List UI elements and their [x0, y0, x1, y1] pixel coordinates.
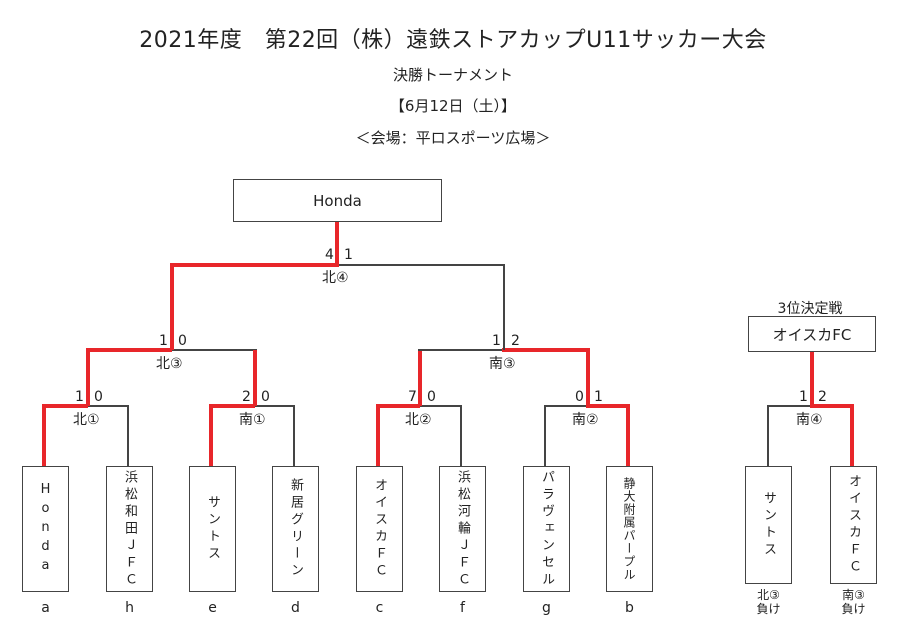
line-r1-nb1-right-leg: [127, 405, 129, 467]
slot-label: d: [291, 600, 300, 616]
team-name: サントス: [761, 491, 776, 559]
line-final-to-champion: [335, 222, 339, 265]
score-left: 0: [575, 389, 584, 405]
line-r1-sb2-left-bar: [544, 405, 588, 407]
line-third-left-leg: [767, 405, 769, 467]
match-label: 南④: [795, 412, 824, 428]
score-right: 1: [344, 247, 353, 263]
line-r1-sb1-right-leg: [293, 405, 295, 467]
score-right: 0: [427, 389, 436, 405]
team-box-e: サントス: [189, 466, 236, 592]
line-r1-nb1-right-bar: [88, 405, 129, 407]
match-label: 北③: [155, 356, 184, 372]
match-label: 南③: [488, 356, 517, 372]
line-r1-nb2-right-bar: [420, 405, 462, 407]
score-right: 2: [818, 389, 827, 405]
score-right: 0: [261, 389, 270, 405]
slot-label: a: [41, 600, 50, 616]
line-r2-nb3-right-leg: [253, 350, 257, 406]
team-name: 静大附属パープル: [622, 477, 636, 581]
third-place-winner-name: オイスカFC: [772, 325, 852, 344]
line-final-right-leg: [503, 264, 505, 350]
line-r1-sb1-left-leg: [209, 406, 213, 467]
team-name: サントス: [205, 495, 220, 563]
team-name: オイスカＦＣ: [372, 478, 387, 580]
slot-label: e: [208, 600, 217, 616]
team-box-g: パラヴェンセル: [523, 466, 570, 592]
score-right: 0: [178, 333, 187, 349]
tournament-date: 【6月12日（土）】: [389, 97, 517, 115]
tournament-venue: ＜会場：平ロスポーツ広場＞: [355, 129, 551, 147]
line-r1-nb2-left-leg: [376, 406, 380, 467]
team-name: オイスカＦＣ: [846, 474, 861, 576]
team-name: 新居グリーン: [288, 478, 303, 580]
score-left: 7: [408, 389, 417, 405]
line-final-left-bar: [170, 263, 339, 267]
line-r1-sb1-right-bar: [255, 405, 295, 407]
line-r2-sb3-left-bar: [418, 349, 504, 351]
team-box-third-left: サントス: [745, 466, 792, 584]
line-final-right-bar: [339, 264, 505, 266]
score-left: 2: [242, 389, 251, 405]
match-label: 北④: [321, 270, 350, 286]
line-r1-sb2-right-bar: [586, 404, 630, 408]
champion-name: Honda: [313, 191, 362, 210]
line-final-left-leg: [170, 265, 174, 350]
team-box-b: 静大附属パープル: [606, 466, 653, 592]
third-place-label: 3位決定戦: [777, 301, 843, 317]
team-box-c: オイスカＦＣ: [356, 466, 403, 592]
page-subtitle: 決勝トーナメント: [392, 66, 513, 84]
team-box-d: 新居グリーン: [272, 466, 319, 592]
line-third-right-bar: [810, 404, 854, 408]
score-left: 1: [159, 333, 168, 349]
third-note-left: 北③ 負け: [745, 588, 792, 616]
third-note-right: 南③ 負け: [830, 588, 877, 616]
line-r1-nb2-right-leg: [460, 405, 462, 467]
line-third-to-winner: [810, 352, 814, 406]
team-name: 浜松河輪ＪＦＣ: [455, 469, 470, 589]
score-left: 1: [799, 389, 808, 405]
line-r2-nb3-left-leg: [86, 350, 90, 406]
match-label: 北①: [72, 412, 101, 428]
team-box-a: Honda: [22, 466, 69, 592]
line-r1-sb1-left-bar: [209, 404, 255, 408]
line-r1-nb1-left-bar: [42, 404, 88, 408]
slot-label: b: [625, 600, 634, 616]
team-box-f: 浜松河輪ＪＦＣ: [439, 466, 486, 592]
line-third-left-bar: [767, 405, 812, 407]
line-r2-nb3-right-bar: [172, 349, 257, 351]
match-label: 南①: [238, 412, 267, 428]
team-name: パラヴェンセル: [539, 469, 554, 589]
line-r1-sb2-left-leg: [544, 405, 546, 467]
slot-label: c: [375, 600, 384, 616]
line-r2-sb3-right-bar: [502, 348, 590, 352]
slot-label: h: [125, 600, 134, 616]
score-right: 0: [94, 389, 103, 405]
score-right: 2: [511, 333, 520, 349]
score-right: 1: [594, 389, 603, 405]
page-title: 2021年度 第22回（株）遠鉄ストアカップU11サッカー大会: [139, 28, 767, 53]
champion-box: Honda: [233, 179, 442, 222]
match-label: 南②: [571, 412, 600, 428]
score-left: 4: [325, 247, 334, 263]
team-name: Honda: [38, 481, 53, 577]
score-left: 1: [492, 333, 501, 349]
line-r2-nb3-left-bar: [86, 348, 172, 352]
team-box-third-right: オイスカＦＣ: [830, 466, 877, 584]
line-third-right-leg: [850, 406, 854, 467]
third-note-right-text: 南③ 負け: [841, 588, 866, 616]
slot-label: g: [542, 600, 551, 616]
line-r1-nb2-left-bar: [376, 404, 420, 408]
line-r2-sb3-left-leg: [418, 350, 422, 406]
third-note-left-text: 北③ 負け: [756, 588, 781, 616]
score-left: 1: [75, 389, 84, 405]
team-name: 浜松和田ＪＦＣ: [122, 469, 137, 589]
line-r2-sb3-right-leg: [586, 350, 590, 406]
third-place-winner-box: オイスカFC: [748, 316, 876, 352]
team-box-h: 浜松和田ＪＦＣ: [106, 466, 153, 592]
match-label: 北②: [404, 412, 433, 428]
line-r1-nb1-left-leg: [42, 406, 46, 467]
line-r1-sb2-right-leg: [626, 406, 630, 467]
slot-label: f: [460, 600, 465, 616]
